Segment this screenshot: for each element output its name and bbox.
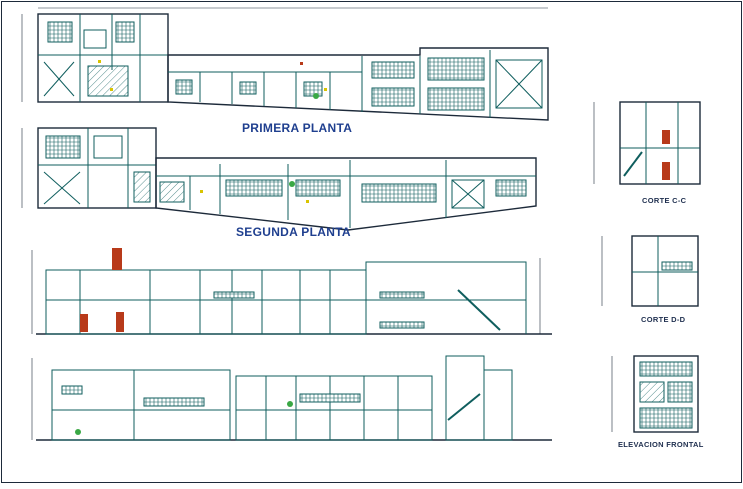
- longitudinal-section-1: [31, 250, 552, 335]
- longitudinal-section-2-accents: [75, 401, 293, 435]
- primera-planta-title: PRIMERA PLANTA: [242, 121, 353, 135]
- corte-cc-title: CORTE C-C: [642, 196, 687, 205]
- elevacion-frontal-drawing: [611, 355, 699, 433]
- primera-planta-plan: [21, 7, 549, 121]
- segunda-planta-plan: [21, 127, 537, 231]
- corte-dd-title: CORTE D-D: [641, 315, 686, 324]
- segunda-planta-accents: [200, 181, 309, 203]
- primera-planta-accents: [98, 60, 327, 99]
- elevacion-frontal-title: ELEVACION FRONTAL: [618, 440, 704, 449]
- corte-dd-drawing: [601, 235, 699, 307]
- longitudinal-section-1-accents: [80, 248, 124, 332]
- corte-cc-drawing: [593, 101, 701, 185]
- corte-cc-accents: [662, 130, 670, 180]
- longitudinal-section-2: [31, 355, 552, 441]
- segunda-planta-title: SEGUNDA PLANTA: [236, 225, 351, 239]
